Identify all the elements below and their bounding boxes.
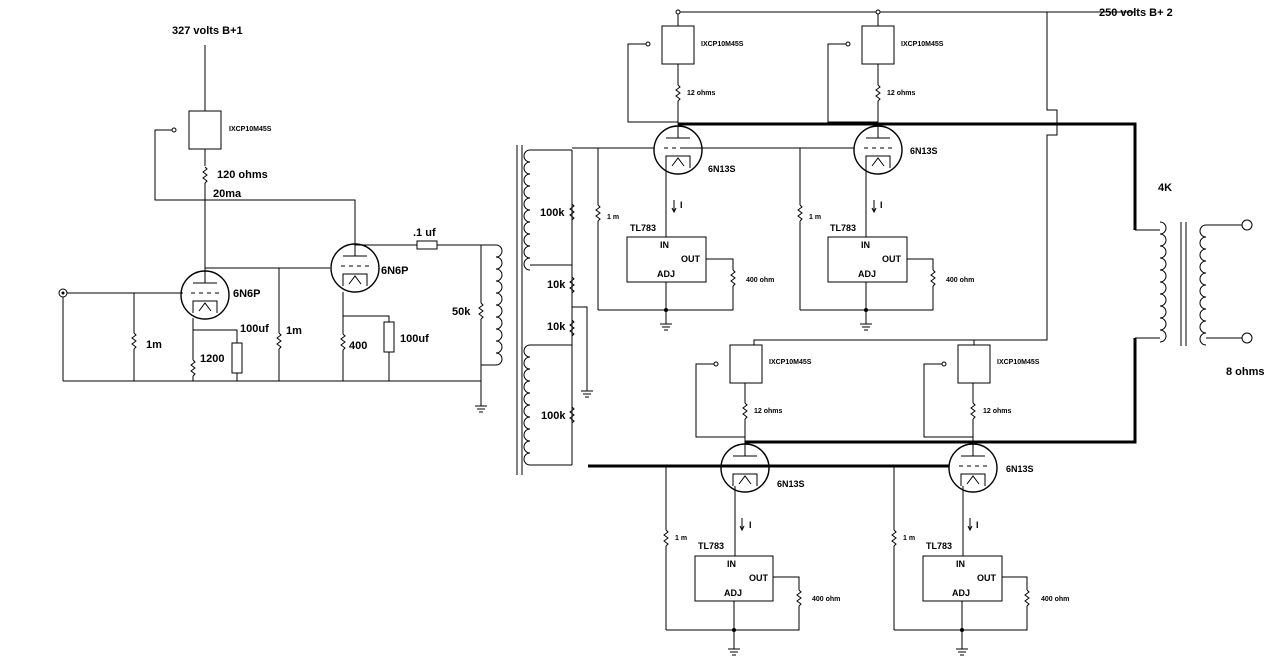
splitter-ground [580,384,594,398]
output-cc-1-in: IN [660,240,669,250]
output-screen-resistor-2-label: 12 ohms [887,90,916,97]
supply-b1-label: 327 volts B+1 [172,25,243,37]
output-current-3-label: I [749,520,752,530]
output-cc-3-box [694,555,774,602]
output-regulator-1-label: IXCP10M45S [701,41,744,48]
output-cc-3-adj: ADJ [724,588,742,598]
output-regulator-3-label: IXCP10M45S [769,359,812,366]
output-current-4-label: I [976,520,979,530]
output-tube-4 [948,443,998,493]
driver-tube-2-label: 6N6P [381,265,409,277]
transformer-secondary [1199,224,1207,346]
output-screen-resistor-4-label: 12 ohms [983,408,1012,415]
driver-grid-resistor-2-label: 1m [286,325,302,337]
output-grid-resistor-4-label: 1 m [903,535,915,542]
supply-b2-label: 250 volts B+ 2 [1099,7,1173,19]
driver-cathode-cap-1-label: 100uf [240,323,269,335]
output-cc-1-adj: ADJ [657,269,675,279]
transformer-primary-label: 4K [1158,182,1172,194]
output-set-resistor-1-label: 400 ohm [746,277,774,284]
driver-cathode-cap-2-label: 100uf [400,333,429,345]
driver-coupling-cap-label: .1 uf [413,227,436,239]
output-set-resistor-3-label: 400 ohm [812,596,840,603]
driver-cathode-resistor-1-label: 1200 [200,353,224,365]
output-cc-1-label: TL783 [630,223,656,233]
output-cc-2-adj: ADJ [858,269,876,279]
output-regulator-1 [661,25,695,65]
output-current-1-label: I [680,200,683,210]
output-grid-resistor-1-label: 1 m [607,214,619,221]
output-regulator-4-label: IXCP10M45S [997,359,1040,366]
output-cc-2-out: OUT [882,254,902,264]
output-cc-3-out: OUT [749,573,769,583]
driver-tube-1-label: 6N6P [233,288,261,300]
output-tube-1-label: 6N13S [708,164,736,174]
splitter-r-mid1-label: 10k [547,279,566,291]
output-cc-4-out: OUT [977,573,997,583]
driver-ground [474,399,488,413]
output-regulator-4 [957,344,991,384]
output-grid-resistor-3-label: 1 m [675,535,687,542]
splitter-r-mid2-label: 10k [547,321,566,333]
output-tube-3-label: 6N13S [777,479,805,489]
speaker-terminal-minus [1241,332,1253,344]
driver-regulator-label: IXCP10M45S [229,126,272,133]
output-regulator-3 [729,344,763,384]
output-tube-2 [853,125,903,175]
output-regulator-2 [861,25,895,65]
output-cc-3-label: TL783 [698,541,724,551]
output-cc-2-box [827,236,908,283]
output-set-resistor-2-label: 400 ohm [946,277,974,284]
output-cc-3-in: IN [727,559,736,569]
splitter-r-bottom-label: 100k [541,410,566,422]
driver-tube-2 [330,243,380,293]
output-screen-resistor-3-label: 12 ohms [754,408,783,415]
driver-tube-1 [180,270,230,320]
output-current-2-label: I [880,200,883,210]
output-tube-2-label: 6N13S [910,146,938,156]
driver-cathode-resistor-2-label: 400 [349,340,367,352]
transformer-secondary-label: 8 ohms [1226,366,1265,378]
output-screen-resistor-1-label: 12 ohms [687,90,716,97]
output-regulator-2-label: IXCP10M45S [901,41,944,48]
transformer-primary [1159,221,1167,343]
output-cc-2-in: IN [861,240,870,250]
speaker-terminal-plus [1241,219,1253,231]
driver-regulator [188,110,222,150]
output-cc-4-adj: ADJ [952,588,970,598]
driver-input-grid-resistor-label: 1m [146,339,162,351]
output-tube-3 [720,443,770,493]
driver-feed-resistor-label: 120 ohms [217,169,268,181]
output-tube-1 [653,125,703,175]
output-cc-1-out: OUT [681,254,701,264]
output-cc-4-box [922,555,1003,602]
output-set-resistor-4-label: 400 ohm [1041,596,1069,603]
output-cc-4-label: TL783 [926,541,952,551]
output-grid-resistor-2-label: 1 m [809,214,821,221]
driver-current-label: 20ma [213,188,242,200]
output-cc-4-in: IN [956,559,965,569]
output-tube-4-label: 6N13S [1006,464,1034,474]
driver-load-resistor-label: 50k [452,306,471,318]
splitter-r-top-label: 100k [540,207,565,219]
output-cc-2-label: TL783 [830,223,856,233]
